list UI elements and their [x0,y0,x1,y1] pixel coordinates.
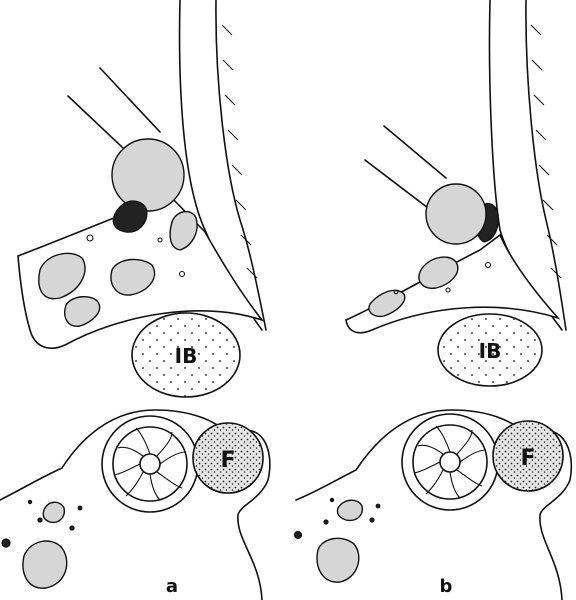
panel-a-inner-bone [131,312,241,398]
panel-b-ib-label: IB [479,339,502,363]
panel-b-label: b [440,576,453,597]
panel-b-probe [364,125,487,245]
panel-b-bone-bar [345,233,561,334]
panel-a-label: a [166,576,178,597]
panel-b-follicle [492,420,564,492]
panel-b-inner-bone [437,313,543,387]
panel-a-follicle [192,422,264,494]
panel-a-crypt [112,426,188,502]
panel-a: IB F a [0,0,271,600]
panel-a-fragments [38,211,198,327]
panel-b-f-label: F [520,446,535,471]
panel-a-wall-hatching [221,24,258,279]
panel-b-wall-hatching [530,24,562,279]
panel-b-crypt [412,424,488,500]
panel-a-ib-label: IB [175,344,198,368]
panel-a-f-label: F [220,448,235,473]
panel-a-probe [67,67,185,233]
panel-b-tooth-germ: F [293,409,573,600]
panel-b: IB F b [293,0,573,600]
panel-a-tooth-germ: F [0,409,271,600]
